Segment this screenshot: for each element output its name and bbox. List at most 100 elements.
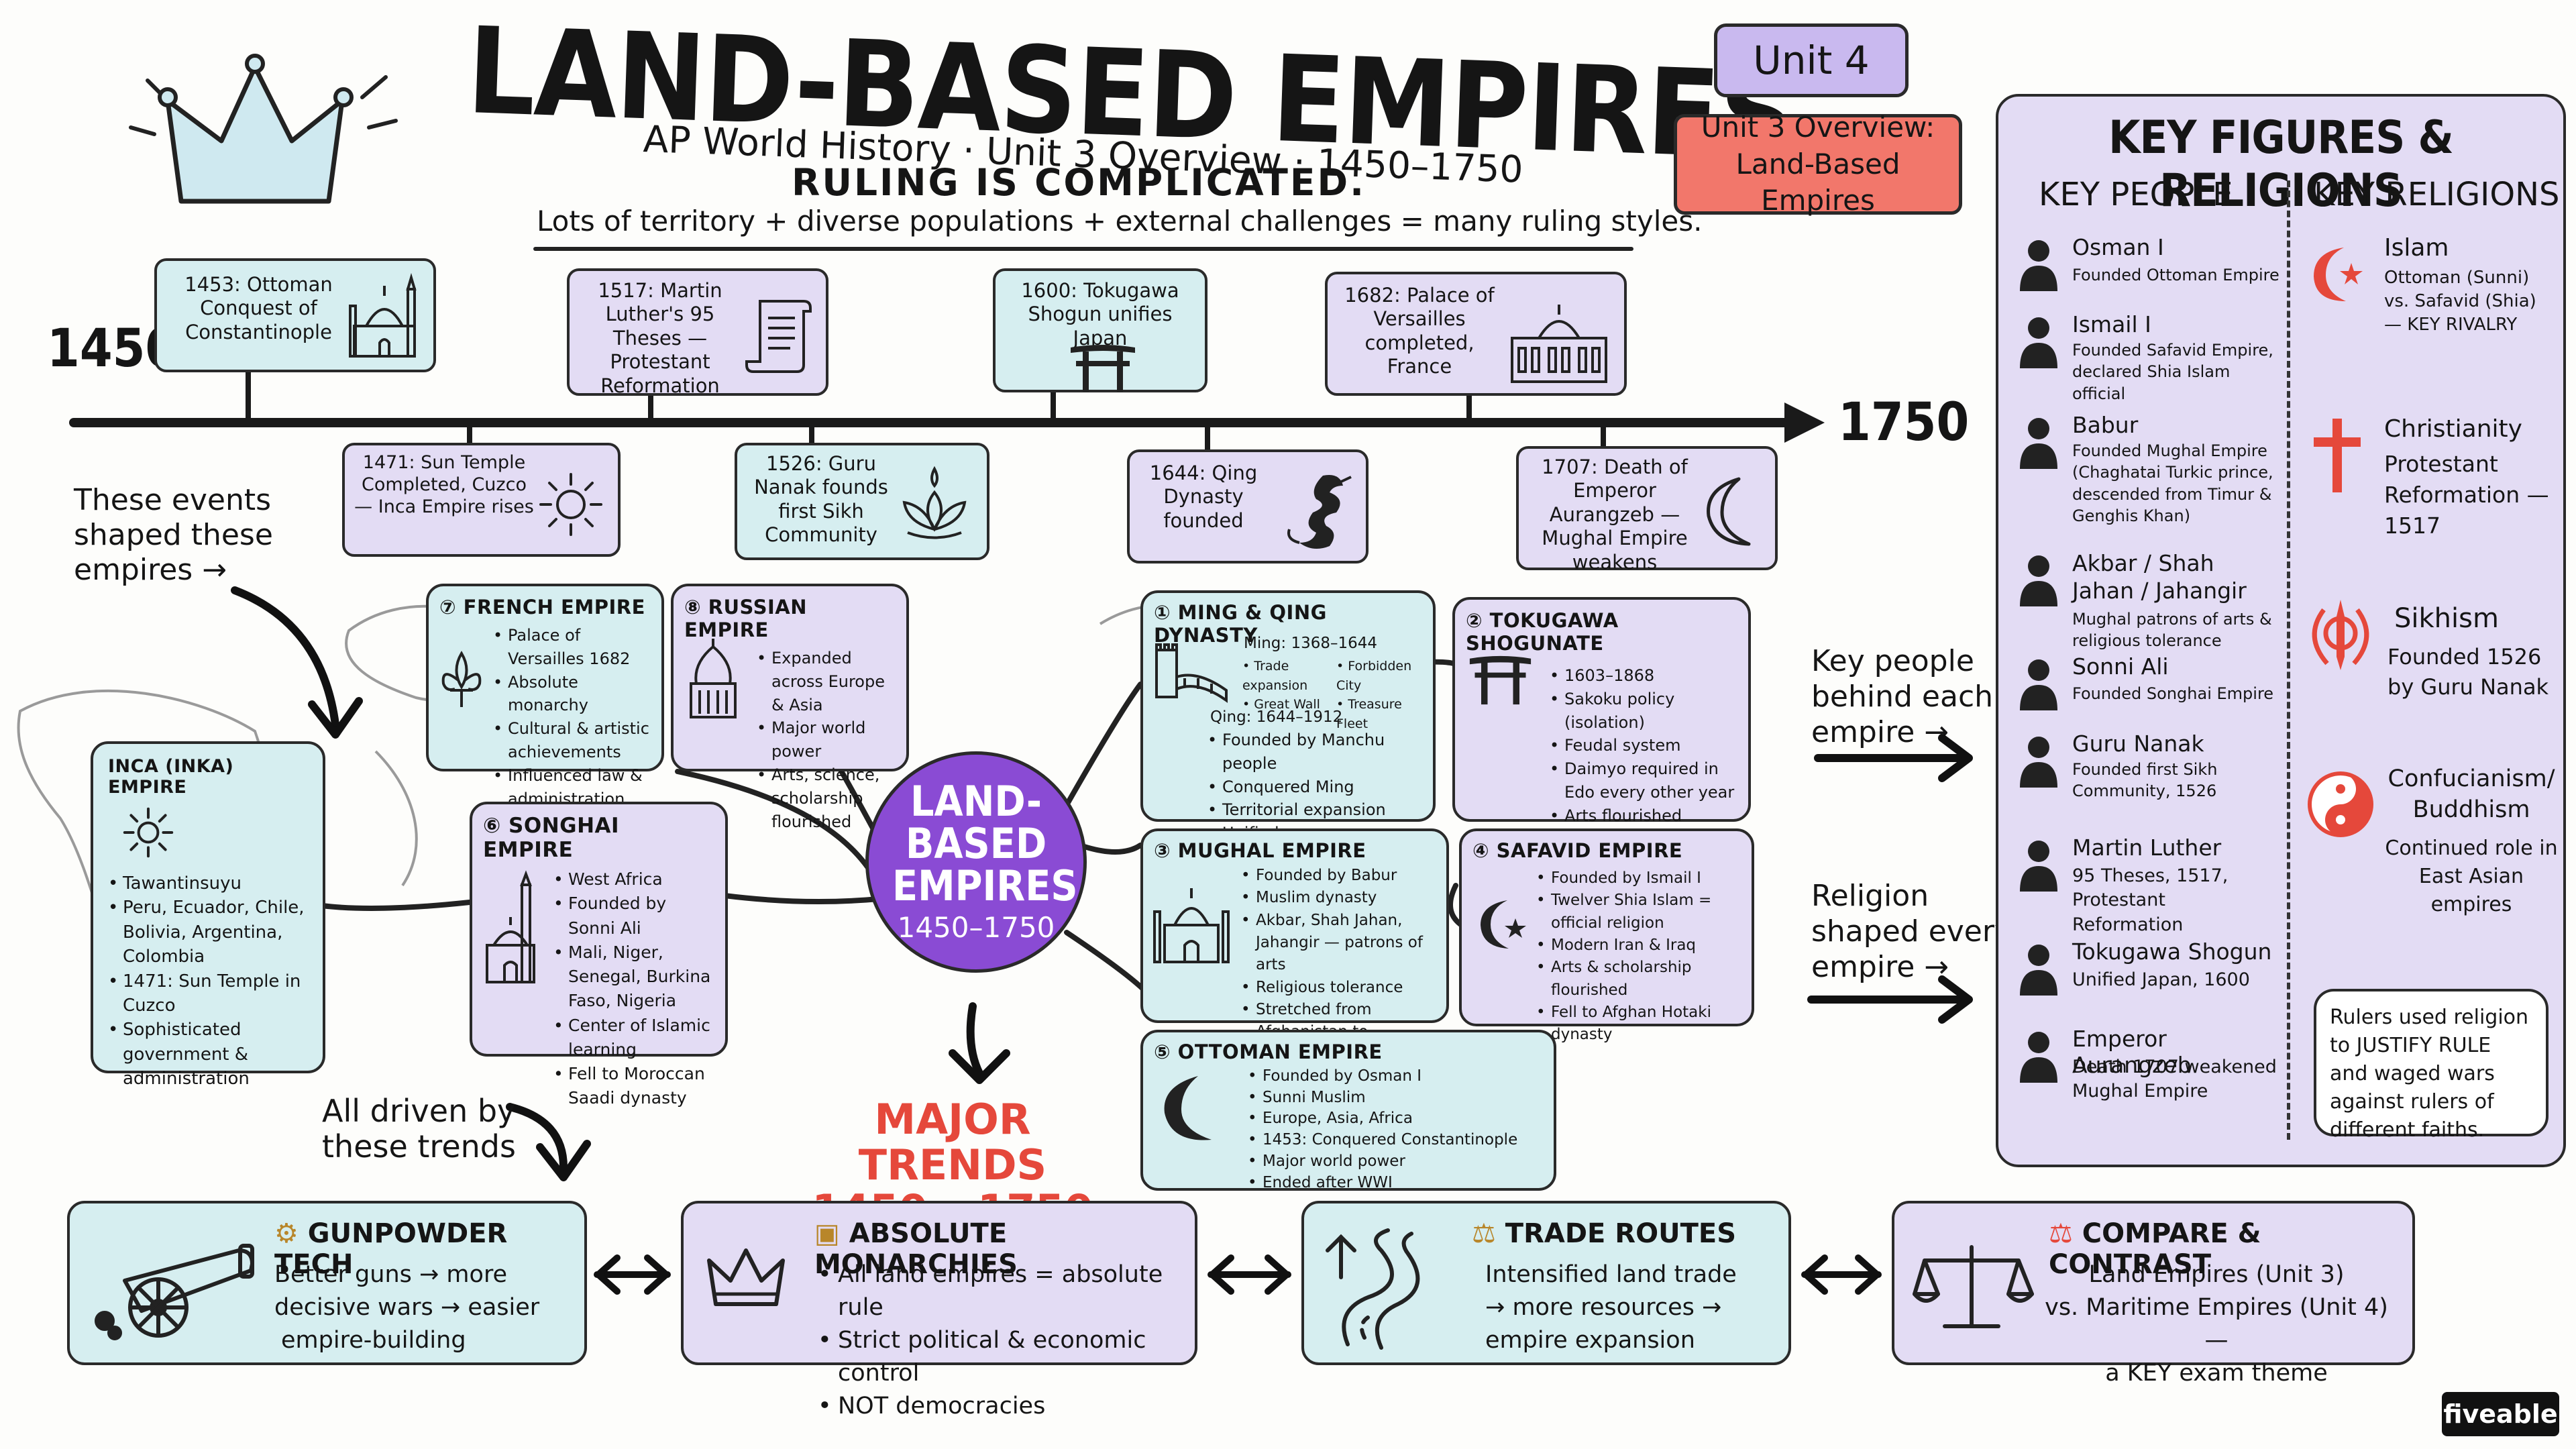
list-item: Cultural & artistic achievements — [493, 717, 651, 764]
list-item: Ended after WWI — [1248, 1173, 1543, 1194]
torii-icon — [1071, 345, 1135, 392]
unit3-badge: Unit 3 Overview: Land-Based Empires — [1674, 111, 1962, 217]
person-icon — [2020, 418, 2057, 469]
empire-name: OTTOMAN EMPIRE — [1177, 1040, 1383, 1063]
inca-empire-list: Tawantinsuyu Peru, Ecuador, Chile, Boliv… — [108, 871, 308, 1091]
russian-empire-list: Expanded across Europe & Asia Major worl… — [757, 647, 896, 833]
list-item: Muslim dynasty — [1241, 887, 1436, 910]
note-religion-shaped: Religion shaped every empire → — [1811, 879, 2012, 984]
list-item: Religious tolerance — [1241, 977, 1436, 1000]
person-icon — [2020, 945, 2057, 996]
list-item: Founded by Sonni Ali — [553, 892, 714, 941]
trend-line: vs. Maritime Empires (Unit 4) — — [2045, 1294, 2388, 1354]
empire-name: MUGHAL EMPIRE — [1177, 839, 1366, 862]
empire-name: RUSSIAN EMPIRE — [684, 596, 808, 641]
timeline-arrow — [69, 372, 1825, 453]
note-events-shaped: These events shaped these empires → — [74, 483, 273, 587]
list-item: Expanded across Europe & Asia — [757, 647, 896, 716]
list-item: 1471: Sun Temple in Cuzco — [108, 969, 308, 1018]
trend-line: Better guns → more — [274, 1261, 508, 1288]
list-item: Conquered Ming — [1208, 775, 1433, 799]
list-item: Tawantinsuyu — [108, 871, 308, 896]
religion-desc: Protestant Reformation — 1517 — [2384, 451, 2549, 539]
empire-name: SAFAVID EMPIRE — [1496, 839, 1683, 862]
lotus-icon — [902, 466, 967, 539]
list-item: Major world power — [757, 716, 896, 763]
list-item: Arts, science, scholarship flourished — [757, 763, 896, 833]
person-name: Tokugawa Shogun — [2072, 938, 2272, 965]
unit3-badge-label: Unit 3 Overview: Land-Based Empires — [1701, 111, 1935, 217]
empire-number: ② — [1466, 609, 1483, 632]
person-desc: Unified Japan, 1600 — [2072, 969, 2250, 990]
unit4-badge-label: Unit 4 — [1753, 38, 1870, 83]
trend-line: → more resources → — [1485, 1294, 1722, 1321]
trend-title-text: GUNPOWDER TECH — [274, 1218, 508, 1280]
dragon-icon — [1287, 475, 1352, 549]
panel-divider — [2287, 180, 2290, 1140]
event-1453: 1453: Ottoman Conquest of Constantinople — [154, 258, 436, 372]
trend-line: Land Empires (Unit 3) — [2088, 1261, 2345, 1288]
empire-number: ⑤ — [1154, 1040, 1171, 1063]
event-1526: 1526: Guru Nanak founds first Sikh Commu… — [735, 443, 989, 560]
person-desc: 95 Theses, 1517, Protestant Reformation — [2072, 865, 2229, 935]
list-item: 1603–1868 — [1550, 664, 1737, 688]
key-religions-heading: KEY RELIGIONS — [2314, 176, 2560, 213]
inca-empire-card: INCA (INKA) EMPIRE Tawantinsuyu Peru, Ec… — [91, 741, 325, 1089]
trend-text-compare-contrast: Land Empires (Unit 3) vs. Maritime Empir… — [2042, 1258, 2391, 1390]
cannon-icon — [95, 1244, 254, 1340]
trend-title-compare-contrast: ⚖ COMPARE & CONTRAST — [2049, 1218, 2412, 1280]
gunpowder-small-icon: ⚙ — [274, 1218, 299, 1249]
list-item: All land empires = absolute rule — [818, 1258, 1195, 1324]
trend-card-trade-routes: ⚖ TRADE ROUTES Intensified land trade → … — [1301, 1201, 1791, 1365]
brand-label: fiveable — [2443, 1399, 2558, 1429]
crown-icon — [707, 1248, 785, 1306]
list-item: • Treasure Fleet — [1336, 697, 1402, 731]
ottoman-list: Founded by Osman I Sunni Muslim Europe, … — [1248, 1066, 1543, 1193]
list-item: Founded by Osman I — [1248, 1066, 1543, 1087]
trend-card-compare-contrast: ⚖ COMPARE & CONTRAST Land Empires (Unit … — [1892, 1201, 2415, 1387]
list-item: Founded by Manchu people — [1208, 729, 1433, 775]
empire-name: SONGHAI EMPIRE — [483, 814, 620, 862]
trend-title-trade-routes: ⚖ TRADE ROUTES — [1472, 1218, 1736, 1249]
key-people-heading: KEY PEOPLE — [2039, 176, 2233, 213]
list-item: Absolute monarchy — [493, 671, 651, 718]
person-name: Osman I — [2072, 234, 2164, 260]
list-item: Founded by Ismail I — [1536, 867, 1741, 890]
empire-number: ⑦ — [439, 596, 457, 619]
empire-number: ⑥ — [483, 814, 501, 838]
russian-empire-title: ⑧ RUSSIAN EMPIRE — [684, 596, 896, 641]
list-item: West Africa — [553, 867, 714, 892]
religion-callout: Rulers used religion to JUSTIFY RULE and… — [2314, 989, 2548, 1142]
list-item: Sakoku policy (isolation) — [1550, 688, 1737, 735]
list-item: NOT democracies — [818, 1390, 1195, 1423]
great-wall-icon — [1155, 643, 1228, 703]
event-1644: 1644: Qing Dynasty founded — [1127, 449, 1368, 564]
person-desc: Founded Mughal Empire (Chaghatai Turkic … — [2072, 441, 2273, 526]
empire-name: TOKUGAWA SHOGUNATE — [1466, 609, 1619, 655]
list-item: Fell to Afghan Hotaki dynasty — [1536, 1002, 1741, 1046]
moon-icon — [1707, 477, 1751, 546]
list-item: Strict political & economic control — [818, 1324, 1195, 1390]
list-item: Mali, Niger, Senegal, Burkina Faso, Nige… — [553, 941, 714, 1014]
ming-years: Ming: 1368–1644 — [1244, 635, 1378, 652]
songhai-empire-title: ⑥ SONGHAI EMPIRE — [483, 814, 714, 862]
unit4-badge: Unit 4 — [1714, 23, 1909, 97]
list-item: Feudal system — [1550, 734, 1737, 757]
person-name: Emperor Aurangzeb — [2072, 1026, 2192, 1078]
person-icon — [2020, 555, 2057, 606]
compare-small-icon: ⚖ — [2049, 1218, 2073, 1249]
list-item: • Forbidden City — [1336, 659, 1412, 693]
empire-number: ③ — [1154, 839, 1171, 862]
person-icon — [2020, 659, 2057, 710]
trend-title-text: TRADE ROUTES — [1505, 1218, 1736, 1249]
list-item: Arts & scholarship flourished — [1536, 957, 1741, 1002]
tokugawa-title: ② TOKUGAWA SHOGUNATE — [1466, 609, 1737, 655]
crescent-moon-icon — [1164, 1076, 1212, 1140]
person-name: Babur — [2072, 412, 2139, 438]
person-icon — [2020, 240, 2057, 291]
russian-empire-card: ⑧ RUSSIAN EMPIRE Expanded across Europe … — [671, 584, 909, 831]
trend-title-gunpowder: ⚙ GUNPOWDER TECH — [274, 1218, 584, 1280]
person-icon — [2020, 1032, 2057, 1083]
event-1600-label: 1600: Tokugawa Shogun unifies Japan — [1021, 279, 1179, 350]
event-1707-label: 1707: Death of Emperor Aurangzeb — Mugha… — [1542, 455, 1688, 574]
